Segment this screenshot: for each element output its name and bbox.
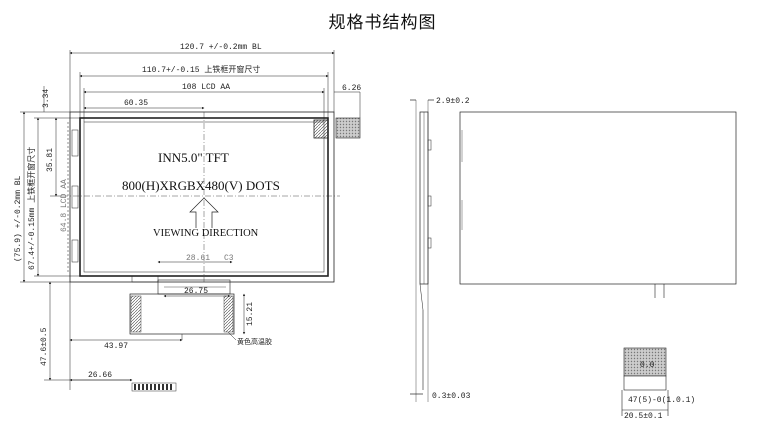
detail-bottom: 20.5±0.1 [624, 412, 663, 421]
panel-line-3: VIEWING DIRECTION [153, 228, 259, 239]
front-dimensions [20, 50, 361, 390]
panel-line-1: INN5.0" TFT [158, 150, 229, 165]
dim-fpc-pin: C3 [224, 254, 234, 263]
dim-fpc-height: 15.21 [246, 302, 255, 326]
detail-box [623, 347, 667, 377]
ground-tab [335, 117, 361, 139]
dim-lcd-aa-width: 108 LCD AA [182, 83, 230, 92]
dim-center-height: 35.81 [46, 148, 55, 172]
side-thickness: 2.9±0.2 [436, 97, 470, 106]
fpc-fingers [131, 382, 177, 392]
dim-top-margin: 3.34 [42, 89, 51, 108]
side-bottom: 0.3±0.03 [432, 392, 471, 401]
dim-fpc-left: 43.97 [104, 342, 128, 351]
fpc-hatch [130, 295, 142, 333]
dim-fpc-length: 47.6±0.5 [40, 327, 49, 366]
fpc-body [129, 293, 235, 335]
detail-pitch-label: 47(5)-0(1.0.1) [628, 396, 695, 405]
dim-fpc-offset: 28.61 [186, 254, 210, 263]
back-view [459, 111, 737, 298]
panel-line-2: 800(H)XRGBX480(V) DOTS [122, 178, 280, 193]
dim-overall-height: (75.9) +/-0.2mm BL [14, 175, 23, 262]
dim-bezel-height: 67.4+/-0.15mm 上铁框开窗尺寸 [26, 147, 37, 270]
fpc-tape [223, 295, 234, 333]
dim-fpc-width: 26.75 [184, 287, 208, 296]
tape-note: 黄色高温胶 [237, 337, 272, 346]
dim-bezel-width: 110.7+/-0.15 上铁框开窗尺寸 [142, 64, 260, 75]
dim-fpc-end: 26.66 [88, 371, 112, 380]
dim-lcd-aa-height: 64.8 LCD AA [60, 179, 69, 232]
back-outline [459, 111, 737, 285]
dim-overall-width: 120.7 +/-0.2mm BL [180, 43, 262, 52]
dim-offset-60: 60.35 [124, 99, 148, 108]
page-title: 规格书结构图 [328, 13, 437, 33]
detail-inner-label: 0.0 [640, 361, 655, 370]
detail-view [621, 347, 669, 416]
viewing-arrow [189, 197, 219, 228]
hatched-tab [313, 119, 329, 139]
side-view [410, 99, 434, 402]
dim-right-offset: 6.26 [342, 84, 361, 93]
module-outline [69, 111, 335, 283]
front-view [62, 111, 361, 392]
